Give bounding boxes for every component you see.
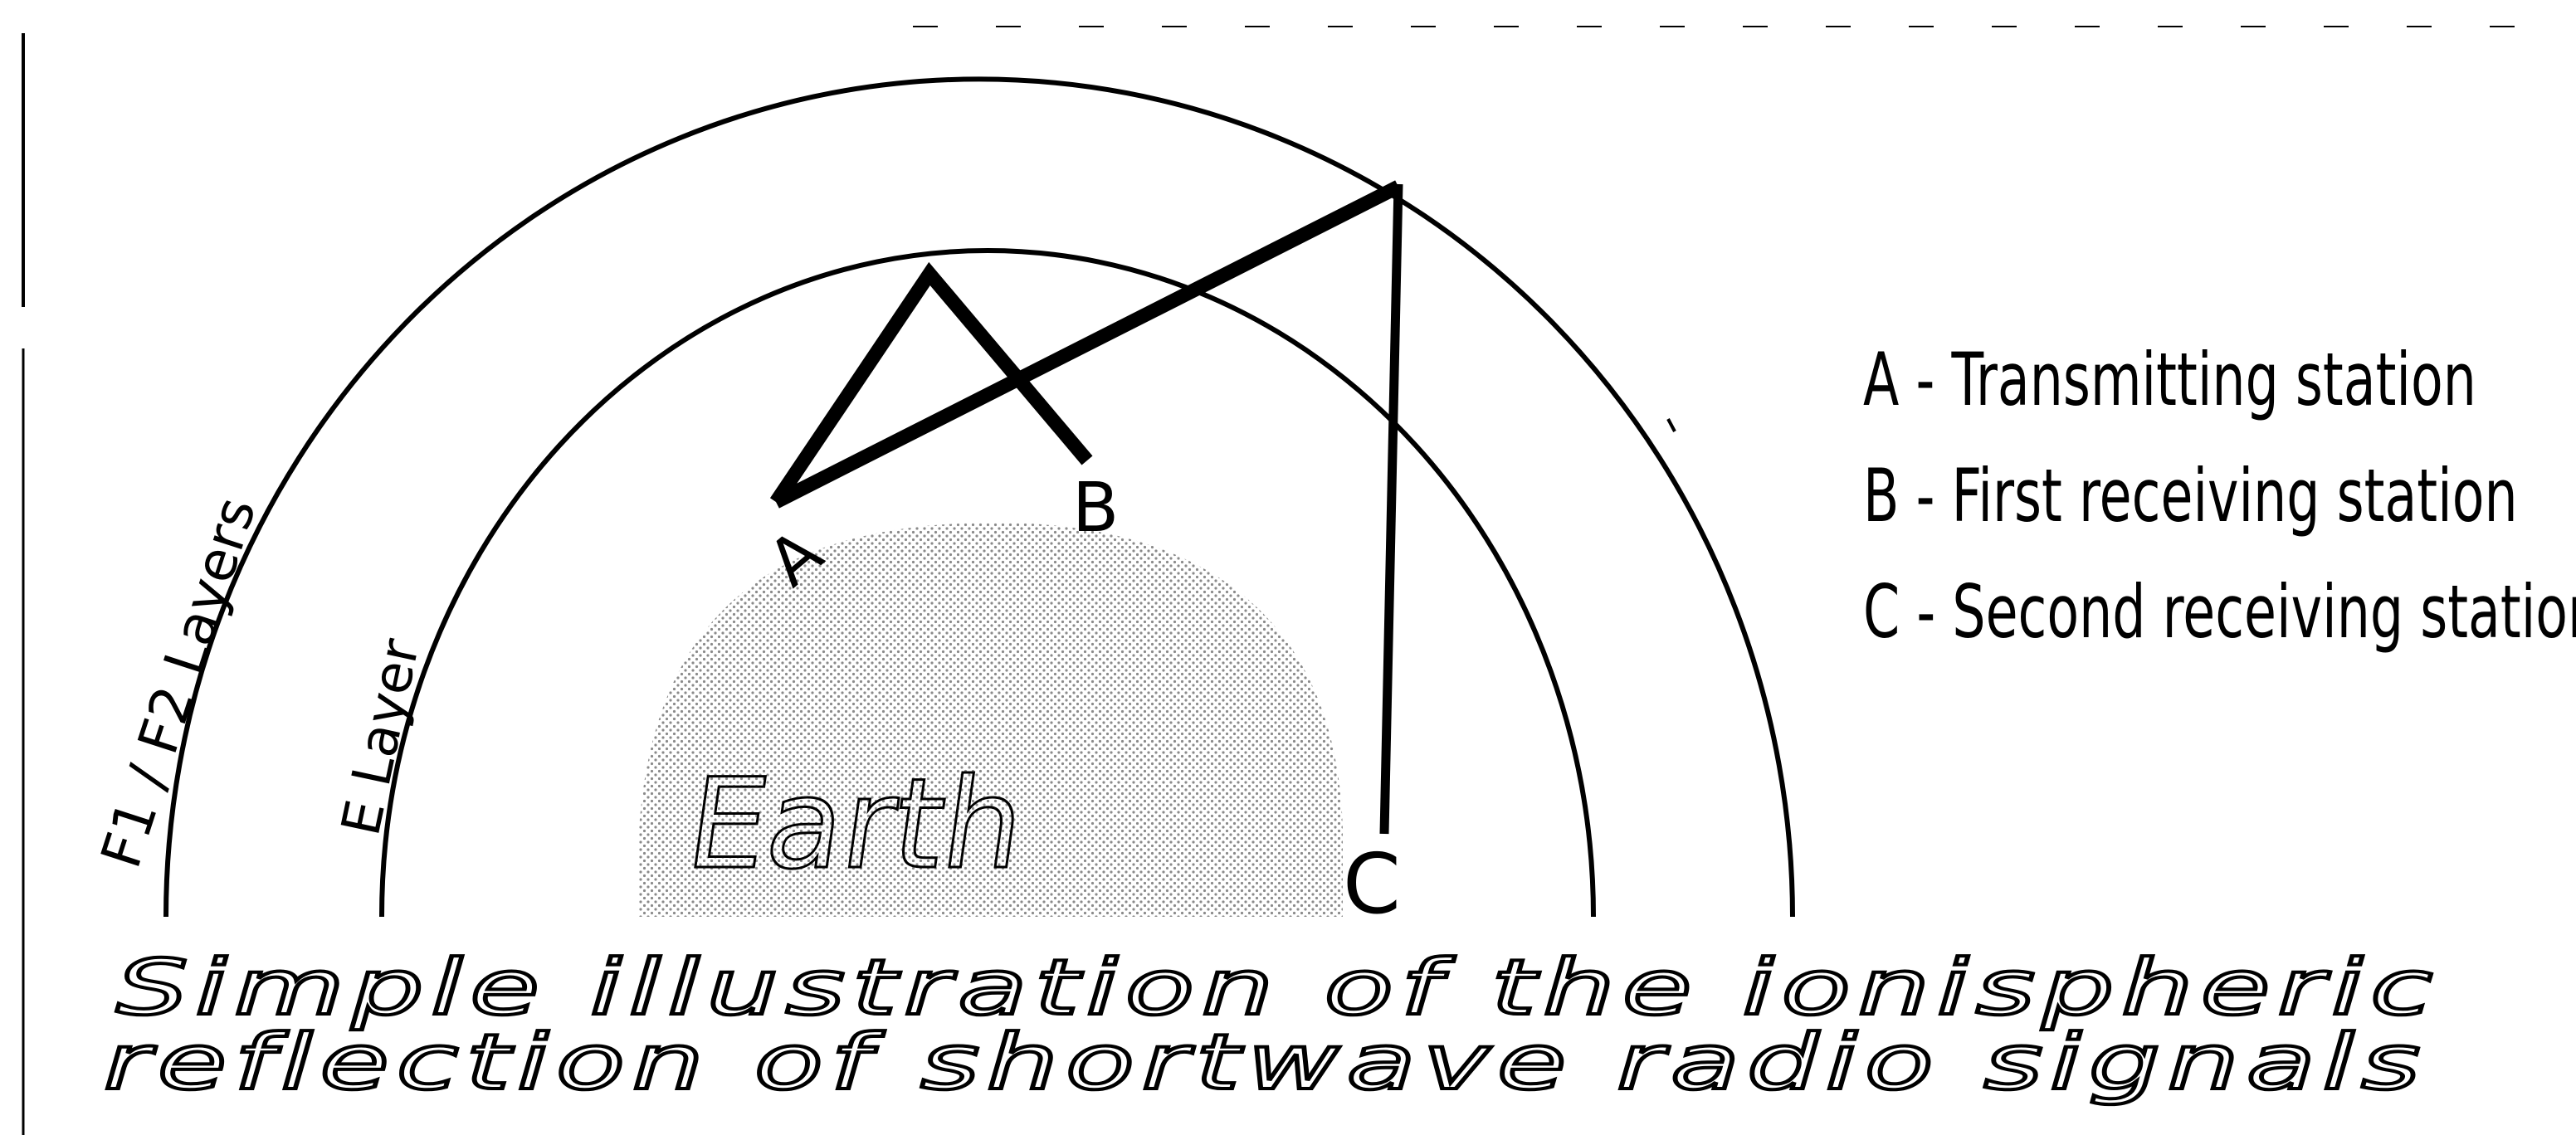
station-b-label: B (1072, 469, 1119, 548)
legend-item-c: C - Second receiving station (1863, 571, 2576, 655)
station-c-label: C (1343, 835, 1401, 933)
earth-label: Earth (679, 752, 1033, 897)
e-layer-label: E Layer (330, 633, 432, 840)
signal-path-a-to-b (776, 274, 1087, 502)
f-layers-label: F1 / F2 Layers (89, 490, 268, 875)
legend: A - Transmitting station B - First recei… (1863, 339, 2576, 655)
legend-item-b: B - First receiving station (1863, 455, 2518, 539)
legend-item-a: A - Transmitting station (1863, 339, 2476, 423)
caption-line-2: reflection of shortwave radio signals (104, 1018, 2427, 1107)
signal-path-f-layer-to-c (1384, 184, 1398, 834)
f-layers-arc-tick (1668, 419, 1675, 431)
